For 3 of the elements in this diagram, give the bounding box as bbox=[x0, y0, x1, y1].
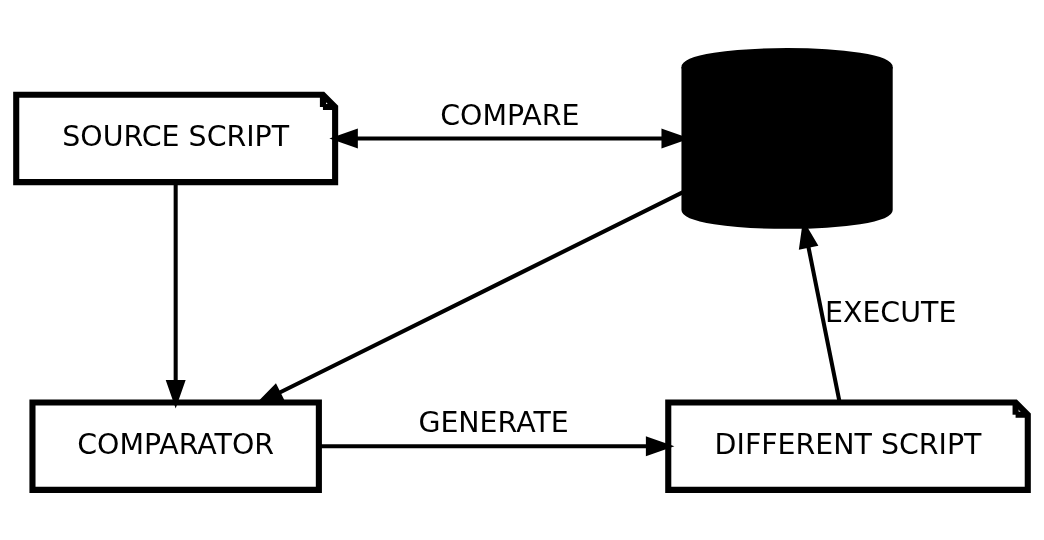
edge-label: GENERATE bbox=[418, 405, 569, 439]
edge-label: COMPARE bbox=[440, 98, 580, 132]
edge-label: EXECUTE bbox=[824, 295, 957, 329]
